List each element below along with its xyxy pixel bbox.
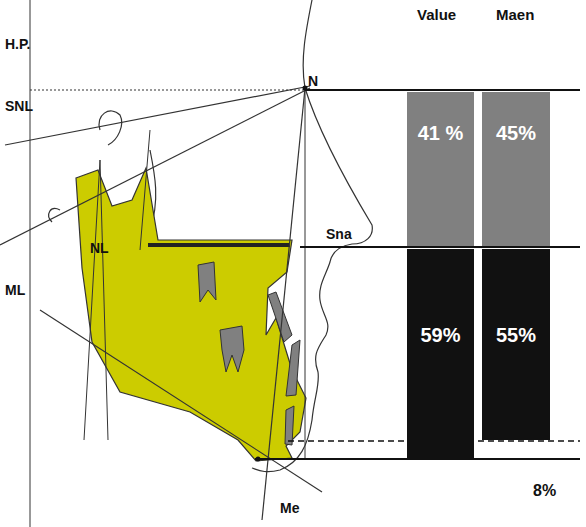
percent-value: 59% <box>407 324 474 347</box>
percentage-bar: 45% <box>482 92 550 246</box>
percentage-bar: 59% <box>407 249 474 458</box>
percentage-bar: 41 % <box>407 92 474 246</box>
point-label: SNL <box>5 98 33 114</box>
point-label: Me <box>280 500 299 516</box>
point-label: ML <box>5 282 25 298</box>
percentage-bar: 55% <box>482 249 550 440</box>
point-label: NL <box>90 240 109 256</box>
percent-value: 41 % <box>407 122 474 145</box>
percent-value: 55% <box>482 324 550 347</box>
point-label: Maen <box>496 6 534 23</box>
point-label: H.P. <box>5 36 30 52</box>
point-label: 8% <box>533 482 556 500</box>
point-label: N <box>308 73 318 89</box>
point-label: Value <box>417 6 456 23</box>
point-label: Sna <box>326 226 352 242</box>
percent-value: 45% <box>482 122 550 145</box>
